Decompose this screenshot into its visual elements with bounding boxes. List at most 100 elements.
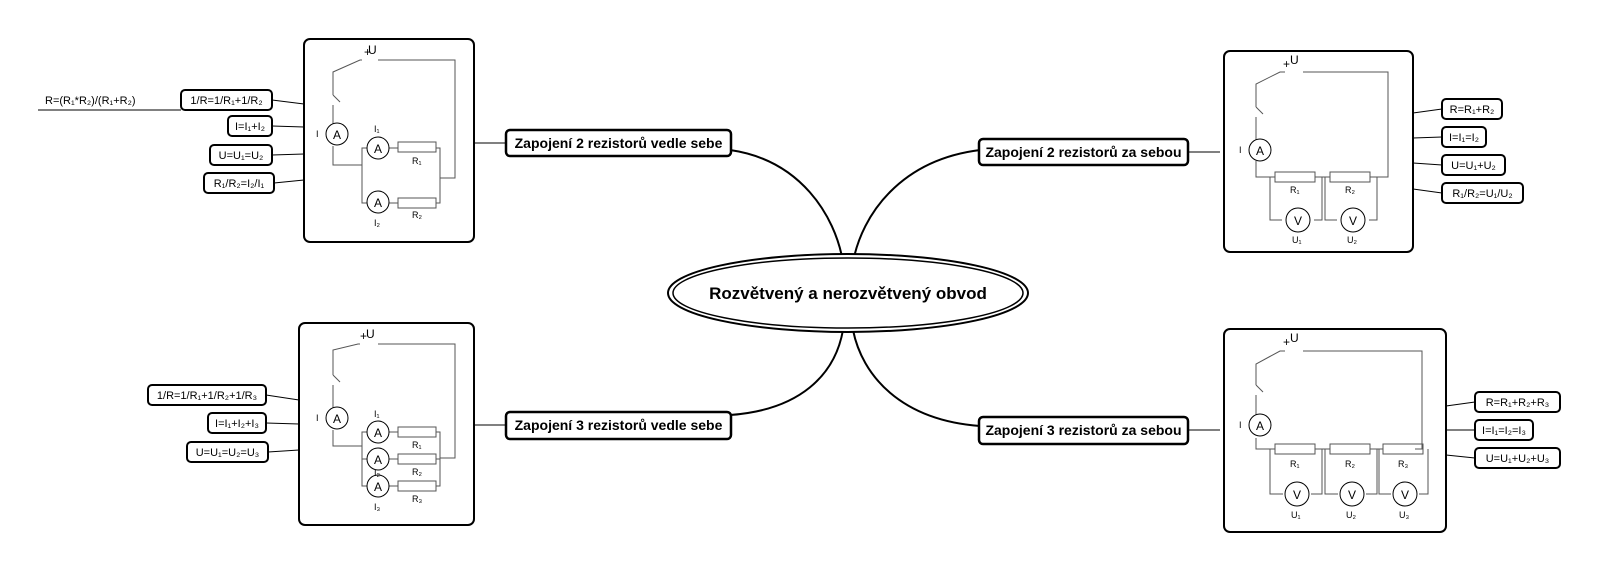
resistor-label: R₂: [1345, 185, 1355, 195]
current-main-label: I: [316, 129, 319, 139]
formula-box[interactable]: U=U₁+U₂+U₃: [1474, 447, 1561, 469]
branch-label: Zapojení 3 rezistorů vedle sebe: [515, 417, 723, 433]
svg-text:A: A: [1256, 144, 1264, 158]
formula-box[interactable]: I=I₁+I₂: [227, 115, 273, 137]
central-title: Rozvětvený a nerozvětvený obvod: [709, 284, 987, 303]
ammeter-main: A: [1248, 138, 1272, 162]
svg-text:U=U₁+U₂: U=U₁+U₂: [1451, 160, 1496, 172]
resistor-label: R₁: [1290, 459, 1300, 469]
source-label: U: [368, 43, 377, 57]
svg-text:V: V: [1401, 488, 1409, 502]
voltmeter-2: V: [1340, 207, 1366, 233]
circuit-diagram-series-3: + U A I R₁ R₂ R₃ V V V U₁ U₂ U₃: [1223, 328, 1447, 533]
circuit-diagram-parallel-2: + U A I A A I₁ I₂ R₁ R₂: [303, 38, 475, 243]
current-label: I₂: [374, 218, 381, 228]
svg-text:A: A: [374, 142, 382, 156]
formula-box[interactable]: R₁/R₂=I₂/I₁: [203, 172, 275, 194]
svg-text:1/R=1/R₁+1/R₂: 1/R=1/R₁+1/R₂: [190, 95, 262, 107]
source-label: U: [1290, 331, 1299, 345]
svg-text:V: V: [1294, 214, 1302, 228]
source-label: U: [1290, 53, 1299, 67]
ammeter-3: A: [366, 474, 390, 498]
current-label: I₁: [374, 124, 380, 134]
current-label: I₃: [374, 502, 381, 512]
formula-box[interactable]: U=U₁=U₂: [209, 144, 273, 166]
svg-text:1/R=1/R₁+1/R₂+1/R₃: 1/R=1/R₁+1/R₂+1/R₃: [157, 390, 257, 402]
current-label: I₂: [374, 468, 381, 478]
svg-text:V: V: [1348, 488, 1356, 502]
formula-box[interactable]: R₁/R₂=U₁/U₂: [1441, 182, 1524, 204]
current-label: I₁: [374, 409, 380, 419]
svg-text:A: A: [374, 426, 382, 440]
voltage-label: U₂: [1347, 235, 1357, 245]
branch-label: Zapojení 2 rezistorů za sebou: [985, 144, 1181, 160]
formula-box[interactable]: R=R₁+R₂+R₃: [1474, 391, 1561, 413]
svg-text:A: A: [1256, 419, 1264, 433]
voltage-label: U₁: [1291, 510, 1301, 520]
ammeter-1: A: [366, 136, 390, 160]
svg-text:+: +: [1283, 335, 1290, 349]
resistor-label: R₂: [412, 210, 422, 220]
svg-text:R₁/R₂=I₂/I₁: R₁/R₂=I₂/I₁: [214, 178, 265, 190]
connector-top-right: [852, 149, 981, 263]
ammeter-main: A: [325, 406, 349, 430]
svg-text:V: V: [1293, 488, 1301, 502]
formula-box[interactable]: U=U₁=U₂=U₃: [186, 441, 269, 463]
current-main-label: I: [316, 413, 319, 423]
svg-text:A: A: [374, 480, 382, 494]
resistor-label: R₃: [1398, 459, 1408, 469]
ammeter-main: A: [325, 122, 349, 146]
formula-box[interactable]: I=I₁=I₂=I₃: [1474, 419, 1534, 441]
central-topic[interactable]: Rozvětvený a nerozvětvený obvod: [667, 253, 1029, 333]
resistor-label: R₂: [1345, 459, 1355, 469]
resistor-label: R₁: [1290, 185, 1300, 195]
svg-text:U=U₁=U₂: U=U₁=U₂: [219, 150, 264, 162]
source-label: U: [366, 327, 375, 341]
formula-box[interactable]: I=I₁+I₂+I₃: [207, 412, 267, 434]
ammeter-1: A: [366, 420, 390, 444]
connector-bottom-right: [852, 329, 981, 427]
svg-text:A: A: [333, 412, 341, 426]
resistor-label: R₁: [412, 440, 422, 450]
source-plus: +: [364, 45, 371, 59]
branch-node-parallel-3[interactable]: Zapojení 3 rezistorů vedle sebe: [504, 410, 733, 441]
svg-text:R=R₁+R₂: R=R₁+R₂: [1450, 104, 1495, 116]
svg-text:R=R₁+R₂+R₃: R=R₁+R₂+R₃: [1486, 397, 1550, 409]
svg-text:+: +: [360, 329, 367, 343]
current-main-label: I: [1239, 420, 1242, 430]
svg-text:A: A: [374, 453, 382, 467]
branch-node-series-2[interactable]: Zapojení 2 rezistorů za sebou: [977, 137, 1190, 167]
branch-label: Zapojení 3 rezistorů za sebou: [985, 422, 1181, 438]
voltmeter-2: V: [1339, 481, 1365, 507]
formula-box[interactable]: U=U₁+U₂: [1441, 154, 1506, 176]
voltmeter-3: V: [1392, 481, 1418, 507]
connector-bottom-left: [729, 329, 844, 416]
circuit-diagram-series-2: + U A I R₁ R₂ V V U₁ U₂: [1223, 50, 1414, 253]
resistor-label: R₁: [412, 156, 422, 166]
connector-top-left: [729, 149, 844, 263]
svg-text:+: +: [1283, 57, 1290, 71]
voltage-label: U₁: [1292, 235, 1302, 245]
voltmeter-1: V: [1285, 207, 1311, 233]
svg-text:I=I₁+I₂+I₃: I=I₁+I₂+I₃: [215, 418, 259, 430]
formula-box[interactable]: 1/R=1/R₁+1/R₂: [180, 89, 273, 111]
svg-text:I=I₁=I₂: I=I₁=I₂: [1449, 132, 1479, 144]
formula-box[interactable]: I=I₁=I₂: [1441, 126, 1487, 148]
voltmeter-1: V: [1284, 481, 1310, 507]
connectors: [729, 149, 981, 427]
svg-text:I=I₁+I₂: I=I₁+I₂: [235, 121, 265, 133]
formula-box[interactable]: 1/R=1/R₁+1/R₂+1/R₃: [147, 384, 267, 406]
branch-node-series-3[interactable]: Zapojení 3 rezistorů za sebou: [977, 415, 1190, 446]
svg-text:U=U₁+U₂+U₃: U=U₁+U₂+U₃: [1486, 453, 1550, 465]
formula-box[interactable]: R=R₁+R₂: [1441, 98, 1503, 120]
svg-text:V: V: [1349, 214, 1357, 228]
svg-text:I=I₁=I₂=I₃: I=I₁=I₂=I₃: [1482, 425, 1526, 437]
branch-node-parallel-2[interactable]: Zapojení 2 rezistorů vedle sebe: [504, 128, 733, 158]
ammeter-main: A: [1248, 413, 1272, 437]
ammeter-2: A: [366, 190, 390, 214]
formula-extra: R=(R₁*R₂)/(R₁+R₂): [45, 95, 136, 107]
svg-text:A: A: [333, 128, 341, 142]
branch-label: Zapojení 2 rezistorů vedle sebe: [515, 135, 723, 151]
voltage-label: U₃: [1399, 510, 1409, 520]
